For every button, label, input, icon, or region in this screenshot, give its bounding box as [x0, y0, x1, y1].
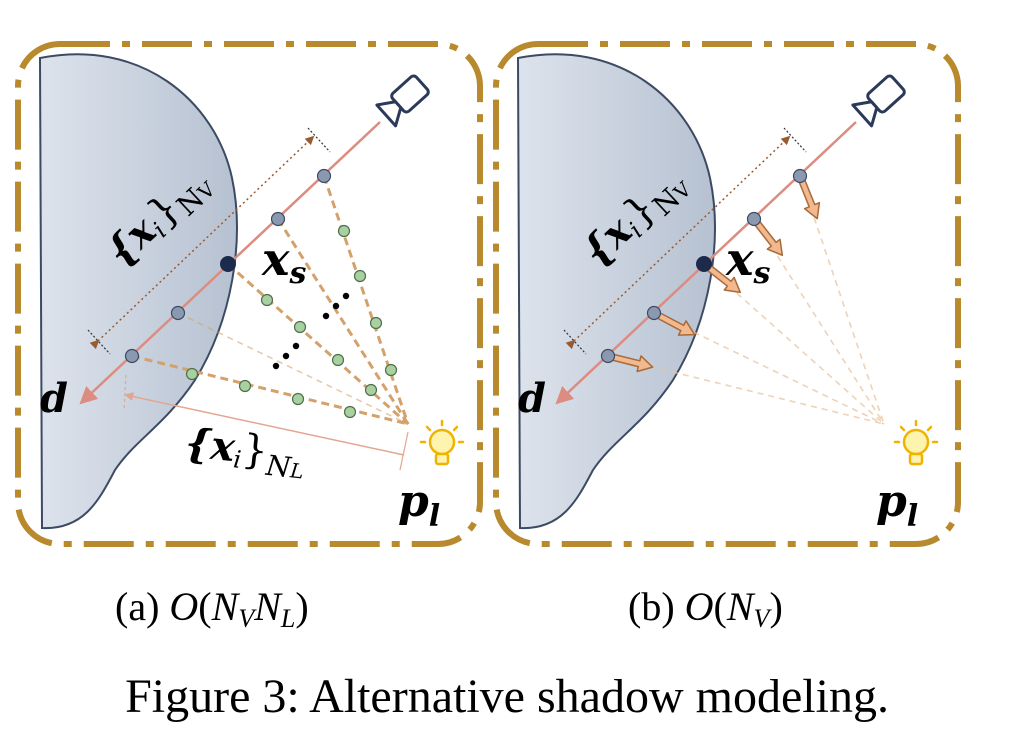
shadow-ray — [322, 175, 410, 425]
ellipsis-dot — [342, 292, 350, 300]
panel-b-nv-bracket-tick1 — [563, 329, 587, 355]
shadow-ray — [753, 218, 885, 425]
view-sample-point — [316, 168, 332, 184]
panel-a-frame — [15, 41, 483, 547]
panel-b-surface-point — [696, 256, 712, 272]
view-sample-point — [600, 348, 616, 364]
svg-text:{xi}NL: {xi}NL — [182, 419, 307, 485]
ellipsis-dot — [272, 362, 280, 370]
ellipsis-dot — [282, 352, 290, 360]
panel-a-surface-point-label: xs — [261, 232, 306, 291]
shadow-ray — [607, 355, 885, 425]
light-sample-point — [331, 353, 345, 367]
panel-a-light-samples — [185, 224, 398, 419]
panel-a-nv-bracket-tick1 — [87, 329, 111, 355]
view-sample-point — [792, 168, 808, 184]
shadow-ray — [177, 312, 409, 425]
panel-b-nv-bracket-tick2 — [783, 127, 807, 153]
light-sample-point — [238, 379, 252, 393]
panel-b-view-samples — [600, 168, 808, 364]
light-sample-point — [384, 363, 398, 377]
panel-a-nl-arrow — [124, 392, 405, 456]
light-sample-point — [293, 320, 307, 334]
light-bulb-icon — [419, 419, 465, 466]
panel-b-nv-bracket — [565, 135, 791, 350]
camera-icon — [375, 74, 430, 128]
light-sample-point — [291, 392, 305, 406]
shadow-ray — [131, 354, 409, 426]
shadow-ray — [227, 262, 409, 426]
panel-b-light-label: pl — [876, 476, 918, 534]
panel-a-nl-tick-right — [399, 431, 409, 471]
panel-a: d xs pl {xi}NV {xi}NL (a) O(NVNL) — [15, 41, 483, 633]
figure-caption: Figure 3: Alternative shadow modeling. — [125, 670, 889, 723]
panel-a-shadow-rays — [131, 175, 410, 426]
view-sample-point — [270, 211, 286, 227]
light-sample-point — [337, 224, 351, 238]
panel-a-nv-bracket — [89, 135, 315, 350]
ellipsis-dot — [332, 302, 340, 310]
view-sample-point — [170, 305, 186, 321]
ellipsis-dot — [292, 342, 300, 350]
panel-b-frame — [493, 41, 961, 547]
light-sample-point — [353, 269, 367, 283]
panel-b-surface-shape — [516, 53, 716, 530]
panel-a-light-set-label: {xi}NL — [182, 419, 307, 485]
panel-b: d xs pl {xi}NV (b) O(NV) — [493, 41, 961, 633]
camera-icon — [851, 74, 906, 128]
panel-a-nv-bracket-tick2 — [307, 127, 331, 153]
panel-a-light-label: pl — [398, 476, 440, 534]
light-bulb-icon — [893, 419, 939, 466]
view-sample-point — [646, 305, 662, 321]
ellipsis-dot — [322, 312, 330, 320]
light-sample-point — [185, 367, 199, 381]
shadow-ray — [276, 218, 410, 425]
panel-a-ellipsis-dots — [272, 292, 350, 370]
panel-b-direction-label: d — [518, 375, 546, 422]
panel-a-view-samples — [124, 168, 332, 364]
view-sample-point — [124, 348, 140, 364]
panel-a-direction-label: d — [40, 375, 68, 422]
panel-b-surface-point-label: xs — [725, 232, 770, 291]
panel-a-caption: (a) O(NVNL) — [115, 584, 309, 633]
light-sample-point — [260, 293, 274, 307]
panel-b-caption: (b) O(NV) — [628, 584, 783, 633]
shadow-ray — [653, 312, 885, 425]
panel-a-surface-point — [220, 256, 236, 272]
light-sample-point — [369, 316, 383, 330]
shadow-ray — [703, 263, 885, 425]
light-sample-point — [343, 405, 357, 419]
view-sample-point — [746, 211, 762, 227]
light-sample-point — [364, 383, 378, 397]
panel-b-shadow-rays — [607, 175, 885, 425]
